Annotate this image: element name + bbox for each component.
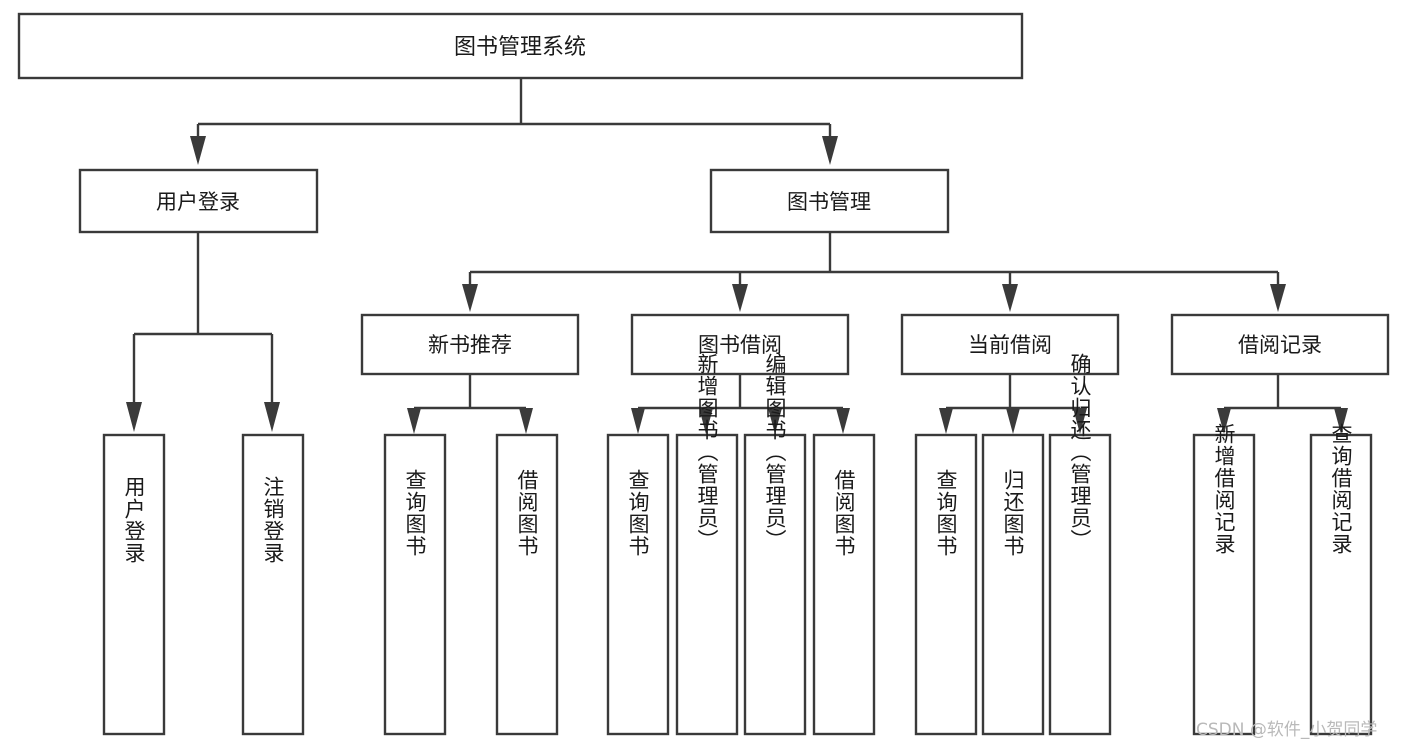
arrow-head-add-book <box>699 408 713 434</box>
connector-group-new-book-rec <box>407 374 533 434</box>
node-book-borrow[interactable]: 图书借阅 <box>630 313 850 376</box>
node-leaf-logout-login-label: 注销登录 <box>261 476 285 564</box>
arrow-head-return-book <box>1006 408 1020 434</box>
node-leaf-return-book[interactable]: 归还图书 <box>981 433 1045 736</box>
arrow-head-new-book-rec <box>462 284 478 312</box>
node-borrow-record[interactable]: 借阅记录 <box>1170 313 1390 376</box>
node-leaf-logout-login-box[interactable] <box>241 433 305 736</box>
node-leaf-user-login-box[interactable] <box>102 433 166 736</box>
arrow-head-add-record <box>1217 408 1231 434</box>
node-leaf-user-login-label: 用户登录 <box>122 476 146 564</box>
node-leaf-query-book-2[interactable]: 查询图书 <box>606 433 670 736</box>
node-leaf-return-book-label: 归还图书 <box>1001 469 1025 557</box>
node-user-login-box[interactable] <box>78 168 319 234</box>
node-leaf-borrow-book-1-label: 借阅图书 <box>515 469 539 557</box>
node-new-book-rec-box[interactable] <box>360 313 580 376</box>
node-root-label: 图书管理系统 <box>454 35 586 60</box>
node-leaf-query-book-2-label: 查询图书 <box>626 469 650 557</box>
arrow-head-edit-book <box>768 408 782 434</box>
node-leaf-add-record[interactable]: 新增借阅记录 <box>1192 423 1256 736</box>
node-leaf-confirm-return-label: 确认归还（管理员） <box>1068 353 1092 551</box>
node-root-box[interactable] <box>17 12 1024 80</box>
node-leaf-query-record-box[interactable] <box>1309 433 1373 736</box>
node-current-borrow-box[interactable] <box>900 313 1120 376</box>
node-leaf-query-book-3-box[interactable] <box>914 433 978 736</box>
arrow-head-query-book-1 <box>407 408 421 434</box>
node-current-borrow-label: 当前借阅 <box>968 333 1052 357</box>
connector-group-root <box>190 78 838 165</box>
node-book-borrow-box[interactable] <box>630 313 850 376</box>
node-leaf-borrow-book-1[interactable]: 借阅图书 <box>495 433 559 736</box>
node-root[interactable]: 图书管理系统 <box>17 12 1024 80</box>
node-new-book-rec-label: 新书推荐 <box>428 333 512 357</box>
node-leaf-query-book-3-label: 查询图书 <box>934 469 958 557</box>
connector-group-borrow-record <box>1217 374 1348 434</box>
arrow-head-query-record <box>1334 408 1348 434</box>
node-leaf-edit-book-label: 编辑图书（管理员） <box>763 353 787 551</box>
arrow-head-user-login <box>190 136 206 165</box>
node-leaf-edit-book-box[interactable] <box>743 433 807 736</box>
node-leaf-query-book-3[interactable]: 查询图书 <box>914 433 978 736</box>
node-leaf-confirm-return[interactable]: 确认归还（管理员） <box>1048 353 1112 736</box>
arrow-head-query-book-3 <box>939 408 953 434</box>
node-leaf-add-book-box[interactable] <box>675 433 739 736</box>
arrow-head-borrow-book-1 <box>519 408 533 434</box>
arrow-head-leaf-logout <box>264 402 280 432</box>
node-leaf-add-record-label: 新增借阅记录 <box>1212 423 1236 555</box>
connector-group-book-manage <box>462 232 1286 312</box>
arrow-head-borrow-book-2 <box>836 408 850 434</box>
node-leaf-return-book-box[interactable] <box>981 433 1045 736</box>
node-leaf-add-book-label: 新增图书（管理员） <box>695 353 719 551</box>
node-leaf-add-record-box[interactable] <box>1192 433 1256 736</box>
arrow-head-leaf-user-login <box>126 402 142 432</box>
node-leaf-borrow-book-2[interactable]: 借阅图书 <box>812 433 876 736</box>
node-leaf-query-book-2-box[interactable] <box>606 433 670 736</box>
arrow-head-borrow-record <box>1270 284 1286 312</box>
arrow-head-book-manage <box>822 136 838 165</box>
node-leaf-borrow-book-2-box[interactable] <box>812 433 876 736</box>
connector-group-book-borrow <box>631 374 850 434</box>
node-leaf-edit-book[interactable]: 编辑图书（管理员） <box>743 353 807 736</box>
node-borrow-record-label: 借阅记录 <box>1238 333 1322 357</box>
node-leaf-query-record[interactable]: 查询借阅记录 <box>1309 423 1373 736</box>
node-book-borrow-label: 图书借阅 <box>698 333 782 357</box>
arrow-head-book-borrow <box>732 284 748 312</box>
arrow-head-current-borrow <box>1002 284 1018 312</box>
node-leaf-query-book-1-box[interactable] <box>383 433 447 736</box>
node-new-book-rec[interactable]: 新书推荐 <box>360 313 580 376</box>
connector-group-user-login <box>126 232 280 432</box>
arrow-head-confirm-return <box>1073 408 1087 434</box>
connector-group-current-borrow <box>939 374 1087 434</box>
arrow-head-query-book-2 <box>631 408 645 434</box>
node-user-login-label: 用户登录 <box>156 190 240 214</box>
node-borrow-record-box[interactable] <box>1170 313 1390 376</box>
node-current-borrow[interactable]: 当前借阅 <box>900 313 1120 376</box>
node-leaf-borrow-book-2-label: 借阅图书 <box>832 469 856 557</box>
node-leaf-borrow-book-1-box[interactable] <box>495 433 559 736</box>
node-leaf-confirm-return-box[interactable] <box>1048 433 1112 736</box>
node-user-login[interactable]: 用户登录 <box>78 168 319 234</box>
node-leaf-query-book-1-label: 查询图书 <box>403 469 427 557</box>
node-book-manage-label: 图书管理 <box>787 190 871 214</box>
node-leaf-user-login[interactable]: 用户登录 <box>102 433 166 736</box>
node-book-manage[interactable]: 图书管理 <box>709 168 950 234</box>
node-book-manage-box[interactable] <box>709 168 950 234</box>
csdn-watermark: CSDN @软件_小贺同学 <box>1196 720 1377 740</box>
node-leaf-query-book-1[interactable]: 查询图书 <box>383 433 447 736</box>
node-leaf-add-book[interactable]: 新增图书（管理员） <box>675 353 739 736</box>
node-leaf-logout-login[interactable]: 注销登录 <box>241 433 305 736</box>
node-leaf-query-record-label: 查询借阅记录 <box>1329 423 1353 555</box>
